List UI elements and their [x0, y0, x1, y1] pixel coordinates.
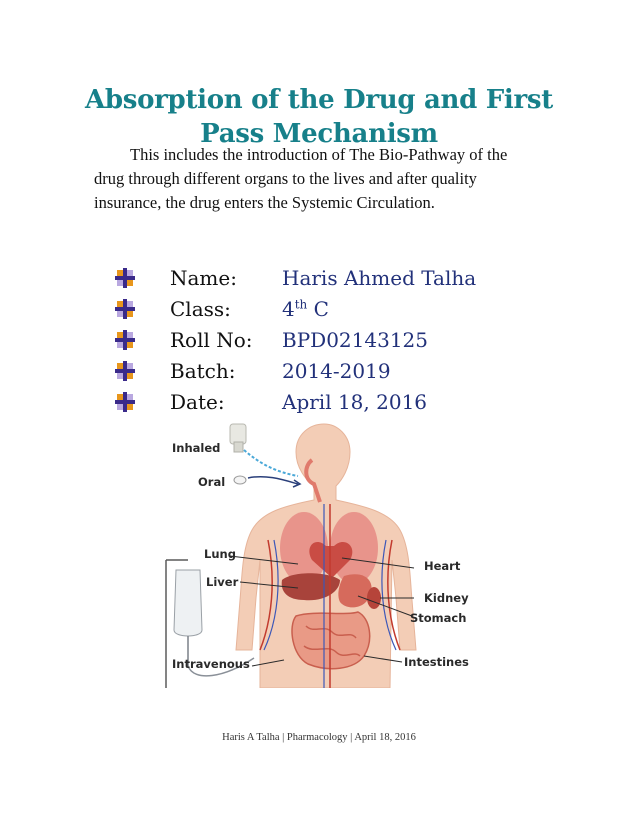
pill-icon: [233, 475, 302, 488]
vessels-red: [259, 504, 401, 688]
title-line-2: Pass Mechanism: [200, 119, 438, 150]
batch-value: 2014-2019: [282, 358, 391, 383]
date-label: Date:: [170, 389, 225, 414]
label-liver: Liver: [206, 575, 239, 589]
label-heart: Heart: [424, 559, 461, 573]
intro-paragraph: This includes the introduction of The Bi…: [94, 143, 534, 215]
title-line-1: Absorption of the Drug and First: [85, 85, 553, 116]
kidney-organ: [367, 587, 381, 609]
stomach-organ: [338, 574, 372, 608]
vessels-blue: [263, 504, 397, 688]
bullet-icon: [114, 391, 136, 413]
lung-left: [280, 512, 328, 584]
info-row-name: Name: Haris Ahmed Talha: [114, 262, 534, 293]
intestines-organ: [291, 611, 371, 670]
date-value: April 18, 2016: [282, 389, 428, 414]
info-row-batch: Batch: 2014-2019: [114, 355, 534, 386]
info-row-date: Date: April 18, 2016: [114, 386, 534, 417]
airway: [304, 458, 322, 503]
class-value: 4th C: [282, 296, 329, 321]
heart-organ: [309, 541, 353, 578]
inhaler-icon: [229, 423, 299, 477]
info-row-class: Class: 4th C: [114, 293, 534, 324]
name-value: Haris Ahmed Talha: [282, 265, 477, 290]
label-intestines: Intestines: [404, 655, 469, 669]
label-intravenous: Intravenous: [172, 657, 250, 671]
bullet-icon: [114, 329, 136, 351]
roll-label: Roll No:: [170, 327, 253, 352]
liver-organ: [281, 573, 340, 601]
batch-label: Batch:: [170, 358, 236, 383]
label-lung: Lung: [204, 547, 236, 561]
page-title: Absorption of the Drug and First Pass Me…: [60, 83, 578, 151]
label-stomach: Stomach: [410, 611, 466, 625]
name-label: Name:: [170, 265, 237, 290]
info-row-roll: Roll No: BPD02143125: [114, 324, 534, 355]
student-info-list: Name: Haris Ahmed Talha Class: 4th C Rol…: [114, 262, 534, 417]
label-inhaled: Inhaled: [172, 441, 220, 455]
label-oral: Oral: [198, 475, 225, 489]
roll-value: BPD02143125: [282, 327, 428, 352]
intro-text: This includes the introduction of The Bi…: [94, 145, 508, 212]
page-footer: Haris A Talha | Pharmacology | April 18,…: [222, 732, 416, 743]
label-kidney: Kidney: [424, 591, 469, 605]
bullet-icon: [114, 298, 136, 320]
class-label: Class:: [170, 296, 231, 321]
iv-bag-icon: [165, 559, 255, 688]
bullet-icon: [114, 267, 136, 289]
bullet-icon: [114, 360, 136, 382]
drug-absorption-diagram: Inhaled Oral Lung Liver Intravenous Hear…: [164, 420, 486, 688]
